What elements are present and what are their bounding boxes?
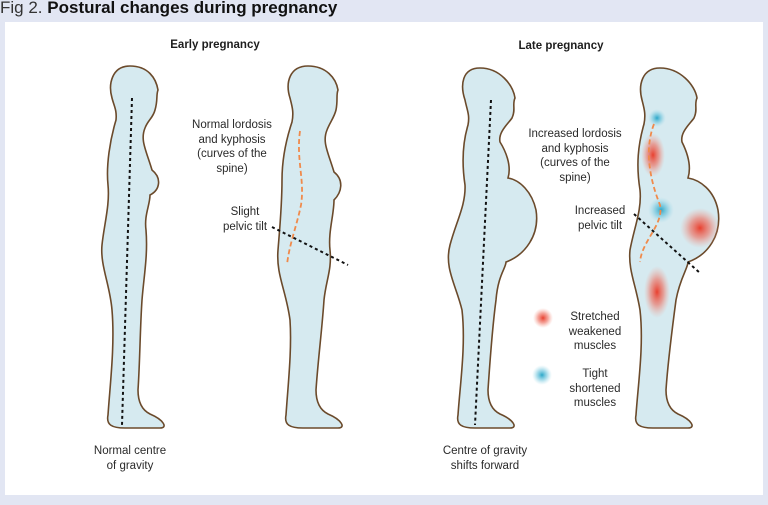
caption-centre-of-gravity-shifts-forward: Centre of gravity shifts forward bbox=[442, 445, 528, 472]
figure-title: Fig 2. Postural changes during pregnancy bbox=[0, 0, 337, 18]
gravity-line-late bbox=[474, 99, 492, 426]
legend-stretched-weakened: Stretched weakened muscles bbox=[568, 311, 622, 352]
diagram-panel: Early pregnancy Late pregnancy Normal lo… bbox=[5, 22, 763, 495]
red-dot-icon bbox=[533, 308, 553, 328]
annotation-increased-lordosis: Increased lordosis and kyphosis (curves … bbox=[528, 128, 622, 184]
tight-muscle-neck bbox=[648, 109, 666, 127]
heading-late-pregnancy: Late pregnancy bbox=[518, 40, 604, 52]
caption-normal-centre-of-gravity: Normal centre of gravity bbox=[93, 445, 167, 472]
legend-tight-shortened: Tight shortened muscles bbox=[569, 368, 621, 409]
gravity-line-early bbox=[121, 97, 133, 426]
spine-curve-late bbox=[639, 123, 662, 263]
figure-title-text: Postural changes during pregnancy bbox=[47, 0, 338, 17]
figure-early-gravity bbox=[100, 65, 165, 429]
annotation-slight-pelvic-tilt: Slight pelvic tilt bbox=[222, 206, 268, 233]
posture-illustrations bbox=[100, 65, 720, 429]
annotation-increased-pelvic-tilt: Increased pelvic tilt bbox=[574, 205, 626, 232]
stretched-muscle-hamstring bbox=[644, 266, 670, 318]
pelvic-tilt-line-late bbox=[633, 213, 701, 274]
pelvic-tilt-line-early bbox=[271, 226, 349, 266]
annotation-normal-lordosis: Normal lordosis and kyphosis (curves of … bbox=[192, 119, 272, 175]
blue-dot-icon bbox=[532, 365, 552, 385]
stretched-muscle-upper-back bbox=[641, 133, 665, 177]
heading-early-pregnancy: Early pregnancy bbox=[170, 39, 260, 51]
figure-late-gravity bbox=[447, 67, 538, 429]
figure-label: Fig 2. bbox=[0, 0, 43, 17]
stretched-muscle-abdomen bbox=[680, 208, 720, 248]
spine-curve-early bbox=[286, 130, 303, 266]
